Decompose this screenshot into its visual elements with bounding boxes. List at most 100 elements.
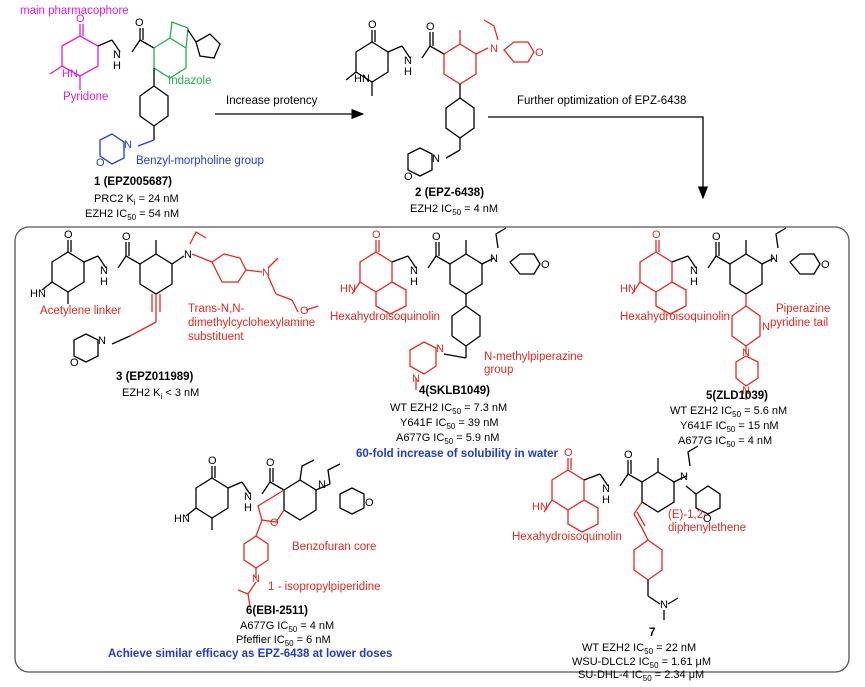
- compound-1-title: 1 (EPZ005687): [94, 176, 172, 188]
- compound-7-wt: WT EZH2 IC50 = 22 nM: [582, 642, 696, 656]
- atom-o-7a: O: [564, 447, 573, 459]
- label-piperazine-line1: Piperazine: [776, 303, 830, 315]
- atom-hn-1: HN: [62, 68, 78, 80]
- compound-7-su: SU-DHL-4 IC50 = 2.34 μM: [578, 669, 704, 682]
- atom-h-2: H: [404, 66, 412, 78]
- atom-n-4d: N: [412, 373, 420, 385]
- compound-2-ezh2: EZH2 IC50 = 4 nM: [410, 203, 498, 217]
- atom-n-6e: N: [252, 573, 260, 585]
- compound-4-title: 4(SKLB1049): [419, 385, 490, 397]
- atom-o-1: O: [76, 13, 85, 25]
- atom-o-4b: O: [432, 231, 441, 243]
- compound-4-y641f: Y641F IC50 = 39 nM: [400, 417, 498, 431]
- atom-hn-2: HN: [354, 73, 370, 85]
- atom-n-2: N: [404, 55, 412, 67]
- atom-hn-3: HN: [30, 288, 46, 300]
- atom-hn-7: HN: [532, 501, 548, 513]
- atom-o-3d: O: [70, 357, 79, 369]
- atom-n-5e: N: [742, 385, 750, 397]
- atom-n-1: N: [113, 49, 121, 61]
- structure-compound-4: [351, 227, 541, 390]
- atom-o-2a: O: [368, 19, 377, 31]
- atom-o-5b: O: [712, 231, 721, 243]
- atom-n-5c: N: [762, 321, 770, 333]
- compound-7-wsu: WSU-DLCL2 IC50 = 1.61 μM: [572, 656, 711, 670]
- structure-compound-5: [631, 227, 821, 400]
- atom-n-7d: N: [660, 599, 668, 611]
- atom-n-4: N: [410, 265, 418, 277]
- atom-o-3a: O: [64, 229, 73, 241]
- compound-5-a677g: A677G IC50 = 4 nM: [678, 435, 772, 449]
- label-benzofuran-core: Benzofuran core: [292, 541, 376, 553]
- label-pyridone: Pyridone: [63, 91, 108, 103]
- compound-5-wt: WT EZH2 IC50 = 5.6 nM: [670, 405, 787, 419]
- compound-6-a677g: A677G IC50 = 4 nM: [240, 620, 334, 634]
- label-e-diphenylethene-line2: diphenylethene: [668, 522, 746, 534]
- compound-4-note: 60-fold increase of solubility in water: [356, 448, 558, 460]
- atom-n-7b: N: [680, 471, 688, 483]
- compound-4-wt: WT EZH2 IC50 = 7.3 nM: [390, 402, 507, 416]
- atom-o-2c: O: [535, 47, 544, 59]
- label-e-diphenylethene-line1: (E)-1,2-: [668, 509, 707, 521]
- atom-n-5: N: [690, 265, 698, 277]
- atom-n-4b: N: [490, 253, 498, 265]
- atom-o-6b: O: [266, 457, 275, 469]
- atom-o-2b: O: [426, 21, 435, 33]
- atom-n-4c: N: [436, 343, 444, 355]
- atom-n-3c: N: [262, 267, 270, 279]
- label-trans-line2: dimethylcyclohexylamine: [188, 317, 315, 329]
- atom-o-5c: O: [821, 259, 830, 271]
- atom-h-1: H: [113, 60, 121, 72]
- compound-3-title: 3 (EPZ011989): [116, 371, 194, 383]
- compound-3-ezh2: EZH2 Ki < 3 nM: [122, 387, 199, 401]
- atom-o-6c: O: [365, 497, 374, 509]
- atom-o-1b: O: [135, 17, 144, 29]
- atom-hn-4: HN: [340, 283, 356, 295]
- label-main-pharmacophore: main pharmacophore: [20, 5, 129, 17]
- atom-hn-6: HN: [174, 513, 190, 525]
- compound-6-title: 6(EBI-2511): [246, 605, 308, 617]
- label-n-methylpiperazine-line2: group: [484, 364, 513, 376]
- atom-o-3b: O: [122, 231, 131, 243]
- structure-compound-1: [49, 21, 221, 165]
- atom-h-7: H: [602, 494, 610, 506]
- arrow-1-label: Increase protency: [226, 95, 318, 107]
- atom-o-5a: O: [652, 229, 661, 241]
- atom-n-5b: N: [770, 253, 778, 265]
- atom-h-6: H: [244, 502, 252, 514]
- structure-compound-6: [185, 459, 365, 607]
- atom-hn-5: HN: [620, 283, 636, 295]
- atom-h-5: H: [690, 276, 698, 288]
- structure-compound-3: [41, 231, 319, 363]
- label-hexahydroisoquinolin-7: Hexahydroisoquinolin: [512, 531, 622, 543]
- label-isopropylpiperidine: 1 - isopropylpiperidine: [268, 581, 381, 593]
- compound-5-title: 5(ZLD1039): [706, 390, 768, 402]
- atom-n-2b: N: [490, 43, 498, 55]
- compound-1-ezh2: EZH2 IC50 = 54 nM: [85, 208, 179, 222]
- label-acetylene-linker: Acetylene linker: [40, 305, 121, 317]
- compound-6-pfeffier: Pfeffier IC50 = 6 nM: [236, 634, 331, 648]
- compound-6-note: Achieve similar efficacy as EPZ-6438 at …: [108, 648, 392, 660]
- atom-n-5d: N: [742, 347, 750, 359]
- compound-4-a677g: A677G IC50 = 5.9 nM: [396, 432, 499, 446]
- arrow-further-optimization: [488, 116, 709, 200]
- atom-n-6: N: [244, 491, 252, 503]
- compound-7-title: 7: [649, 627, 655, 639]
- structure-compound-7: [543, 445, 721, 620]
- atom-o-6a: O: [208, 455, 217, 467]
- atom-o-4c: O: [541, 259, 550, 271]
- atom-n-6b: N: [318, 479, 326, 491]
- label-indazole: Indazole: [168, 75, 211, 87]
- atom-o-1c: O: [96, 157, 105, 169]
- atom-o-4a: O: [372, 229, 381, 241]
- panel-frame: [14, 226, 850, 673]
- atom-o-2d: O: [404, 171, 413, 183]
- atom-h-3: H: [100, 276, 108, 288]
- label-n-methylpiperazine-line1: N-methylpiperazine: [484, 351, 583, 363]
- atom-o-7b: O: [624, 449, 633, 461]
- atom-n-2c: N: [432, 153, 440, 165]
- atom-n-3b: N: [184, 249, 192, 261]
- compound-5-y641f: Y641F IC50 = 15 nM: [680, 420, 778, 434]
- structure-compound-2: [345, 19, 535, 177]
